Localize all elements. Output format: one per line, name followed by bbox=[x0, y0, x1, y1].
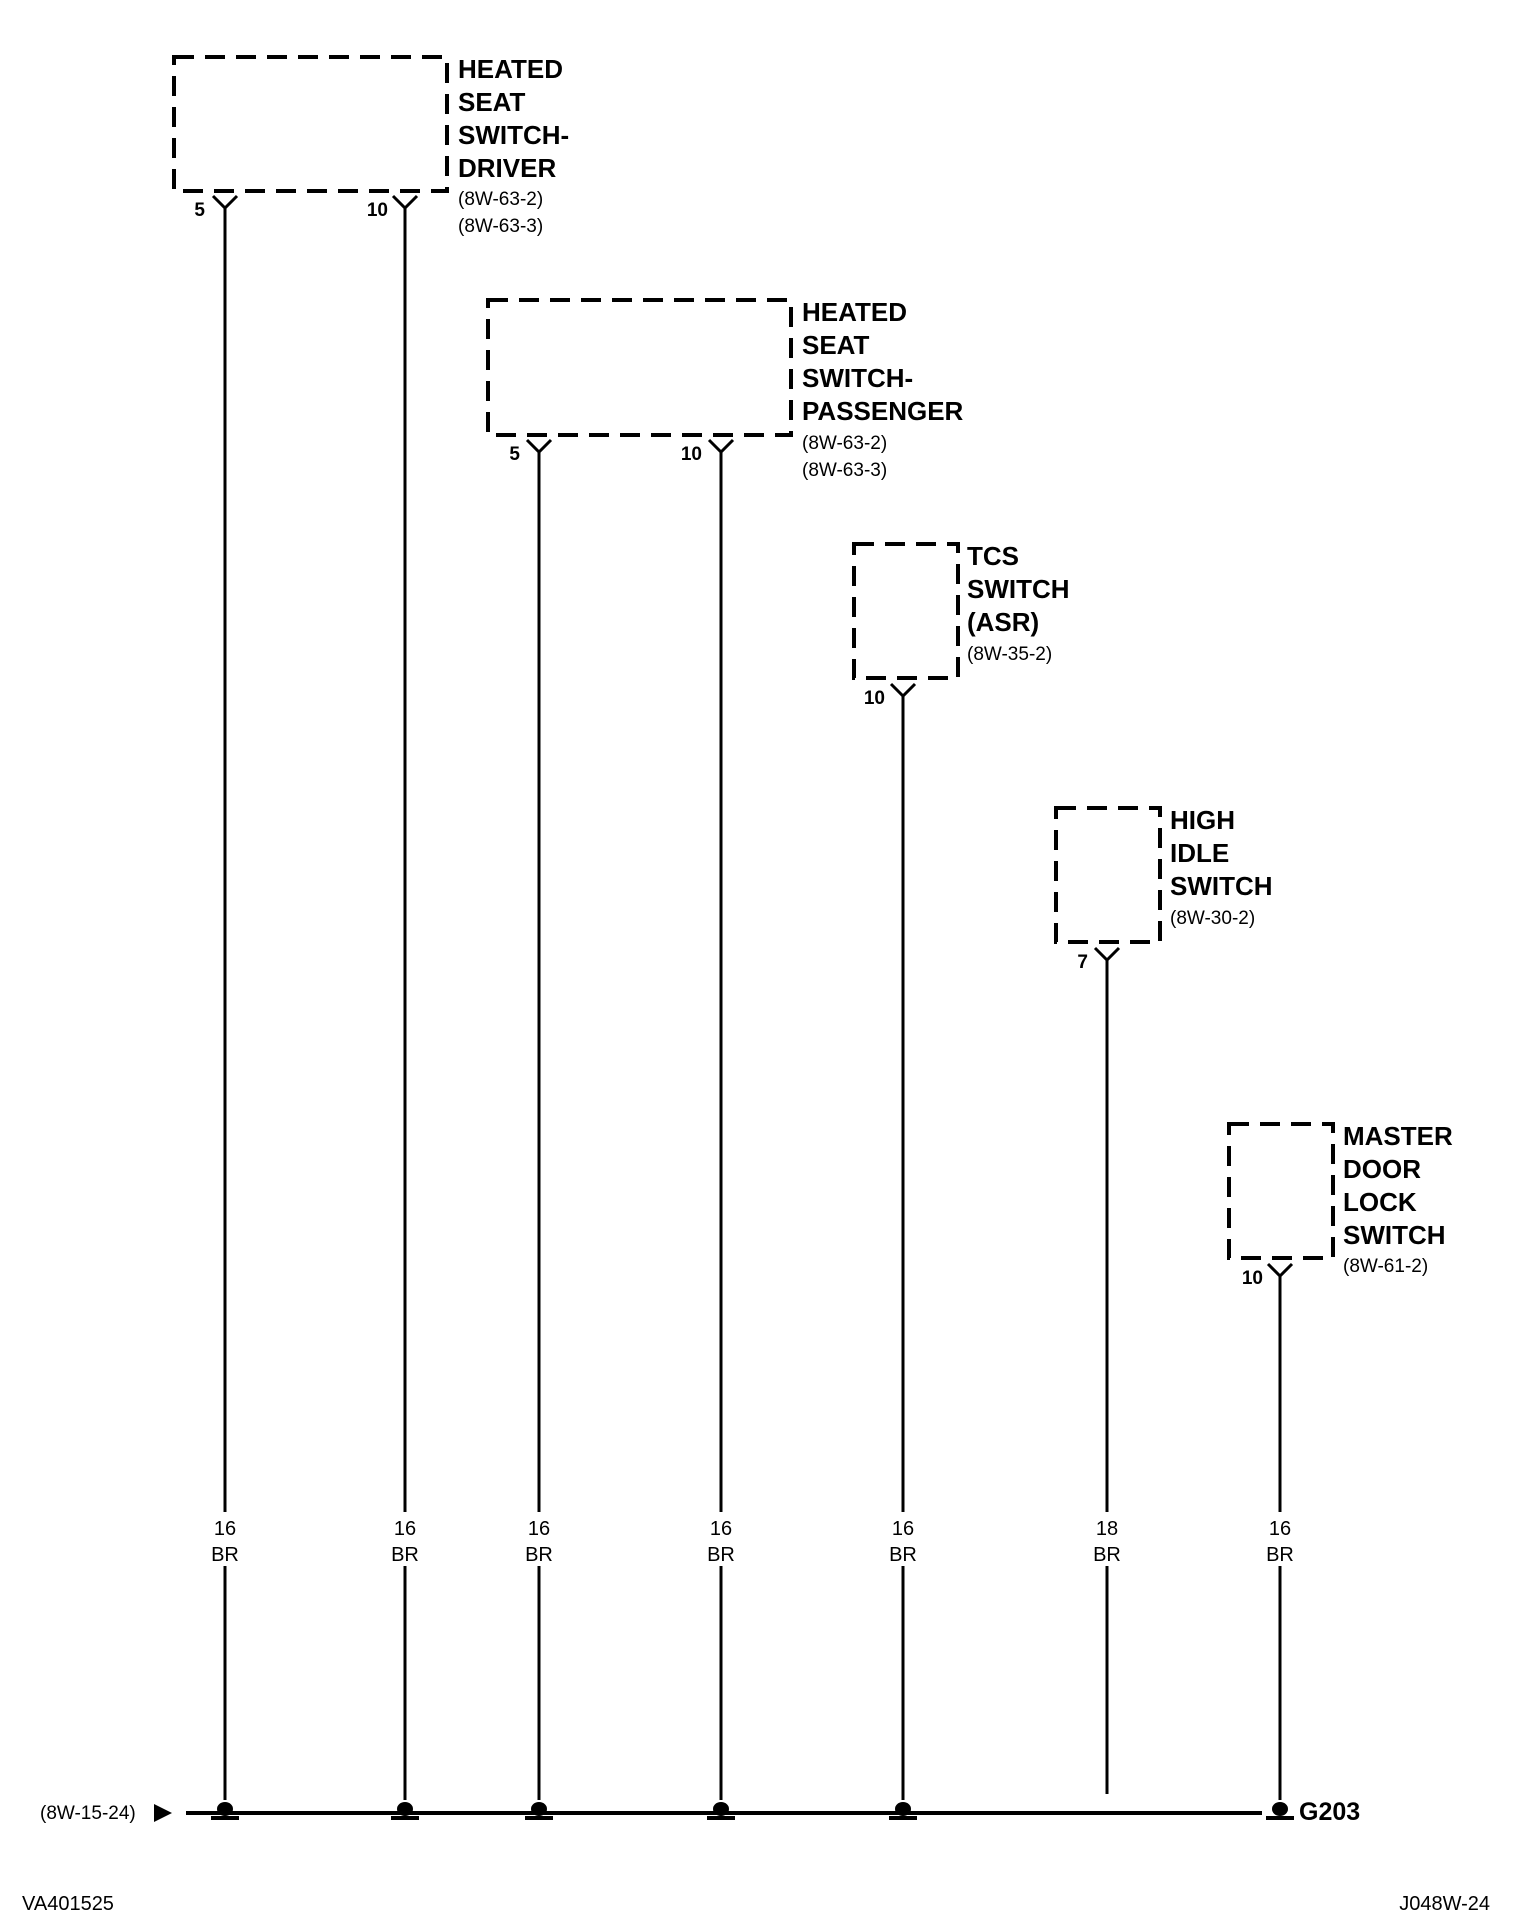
page-reference: (8W-63-2) bbox=[458, 189, 543, 210]
component-name-line: SWITCH- bbox=[802, 363, 913, 393]
pin-number: 7 bbox=[1077, 952, 1088, 973]
wire-color: BR bbox=[889, 1544, 917, 1566]
component-outline bbox=[486, 298, 793, 437]
splice-point bbox=[707, 1802, 735, 1820]
component-name-line: MASTER bbox=[1343, 1121, 1453, 1151]
component-heated-seat-switch-driver: HEATED SEAT SWITCH- DRIVER (8W-63-2) (8W… bbox=[172, 54, 569, 237]
connector-symbol bbox=[211, 194, 239, 211]
wire-gauge: 16 bbox=[710, 1518, 732, 1540]
wire-gauge: 16 bbox=[394, 1518, 416, 1540]
wire-color: BR bbox=[211, 1544, 239, 1566]
splice-point bbox=[391, 1802, 419, 1820]
component-name-line: SEAT bbox=[802, 330, 870, 360]
connector-symbol bbox=[525, 438, 553, 455]
component-outline bbox=[172, 55, 449, 193]
arrow-icon bbox=[154, 1804, 172, 1822]
wire-gauge: 16 bbox=[1269, 1518, 1291, 1540]
component-heated-seat-switch-passenger: HEATED SEAT SWITCH- PASSENGER (8W-63-2) … bbox=[486, 297, 964, 481]
component-name-line: HIGH bbox=[1170, 805, 1235, 835]
ground-bus: (8W-15-24) G203 bbox=[40, 1798, 1360, 1826]
component-name-line: IDLE bbox=[1170, 838, 1229, 868]
ground-point bbox=[1266, 1802, 1294, 1820]
source-page-reference: (8W-15-24) bbox=[40, 1803, 136, 1824]
component-name-line: HEATED bbox=[458, 54, 563, 84]
page-reference: (8W-35-2) bbox=[967, 644, 1052, 665]
wire-color: BR bbox=[525, 1544, 553, 1566]
wire-color: BR bbox=[707, 1544, 735, 1566]
component-name-line: SWITCH- bbox=[458, 120, 569, 150]
component-outline bbox=[1227, 1122, 1335, 1260]
component-name-line: LOCK bbox=[1343, 1187, 1417, 1217]
component-outline bbox=[1054, 806, 1162, 944]
page-reference: (8W-63-3) bbox=[802, 460, 887, 481]
component-outline bbox=[852, 542, 960, 680]
page-reference: (8W-63-2) bbox=[802, 433, 887, 454]
pin-number: 10 bbox=[681, 444, 702, 465]
component-name-line: HEATED bbox=[802, 297, 907, 327]
connector-symbol bbox=[889, 682, 917, 699]
pin-number: 10 bbox=[367, 200, 388, 221]
wire-labels: 16 BR 16 BR 16 BR 16 BR 16 BR 18 BR 16 B… bbox=[211, 1518, 1294, 1566]
component-master-door-lock-switch: MASTER DOOR LOCK SWITCH (8W-61-2) 10 bbox=[1227, 1121, 1453, 1289]
pin-number: 5 bbox=[194, 200, 205, 221]
wire-gauge: 16 bbox=[528, 1518, 550, 1540]
wire-gauge: 16 bbox=[892, 1518, 914, 1540]
splice-point bbox=[211, 1802, 239, 1820]
ground-label: G203 bbox=[1299, 1798, 1360, 1826]
wires bbox=[223, 208, 1282, 1800]
pin-number: 5 bbox=[509, 444, 520, 465]
component-name-line: DOOR bbox=[1343, 1154, 1421, 1184]
wire-color: BR bbox=[1266, 1544, 1294, 1566]
connector-symbol bbox=[391, 194, 419, 211]
pin-number: 10 bbox=[864, 688, 885, 709]
wire-color: BR bbox=[1093, 1544, 1121, 1566]
component-name-line: SWITCH bbox=[967, 574, 1070, 604]
component-tcs-switch: TCS SWITCH (ASR) (8W-35-2) 10 bbox=[852, 541, 1070, 709]
component-name-line: PASSENGER bbox=[802, 396, 964, 426]
component-name-line: SWITCH bbox=[1343, 1220, 1446, 1250]
figure-id-left: VA401525 bbox=[22, 1893, 114, 1915]
connector-symbol bbox=[1266, 1262, 1294, 1279]
wire-gauge: 16 bbox=[214, 1518, 236, 1540]
page-reference: (8W-63-3) bbox=[458, 216, 543, 237]
page-reference: (8W-61-2) bbox=[1343, 1256, 1428, 1277]
connector-symbol bbox=[707, 438, 735, 455]
connector-symbol bbox=[1093, 946, 1121, 963]
component-name-line: SEAT bbox=[458, 87, 526, 117]
component-high-idle-switch: HIGH IDLE SWITCH (8W-30-2) 7 bbox=[1054, 805, 1273, 973]
component-name-line: DRIVER bbox=[458, 153, 556, 183]
component-name-line: TCS bbox=[967, 541, 1019, 571]
wire-color: BR bbox=[391, 1544, 419, 1566]
figure-id-right: J048W-24 bbox=[1399, 1893, 1490, 1915]
page-reference: (8W-30-2) bbox=[1170, 908, 1255, 929]
pin-number: 10 bbox=[1242, 1268, 1263, 1289]
component-name-line: SWITCH bbox=[1170, 871, 1273, 901]
component-name-line: (ASR) bbox=[967, 607, 1039, 637]
splice-point bbox=[525, 1802, 553, 1820]
splice-point bbox=[889, 1802, 917, 1820]
wire-gauge: 18 bbox=[1096, 1518, 1118, 1540]
